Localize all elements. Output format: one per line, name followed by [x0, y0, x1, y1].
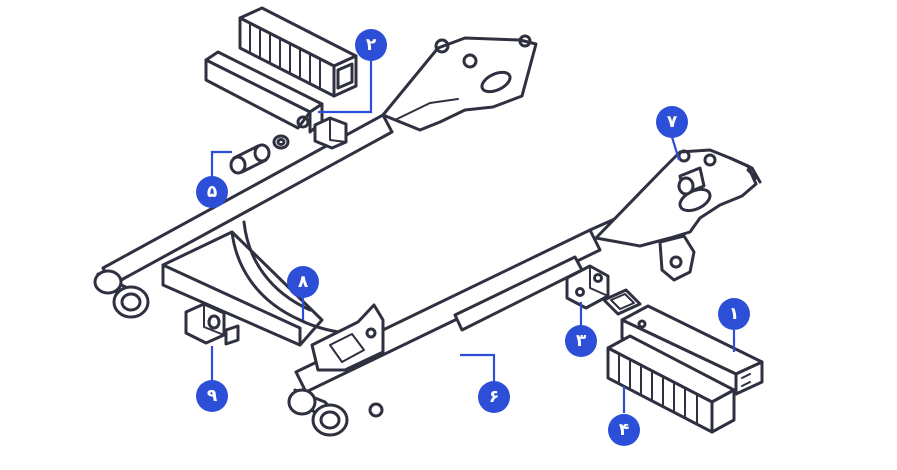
callout-4-label: ۴ [619, 420, 629, 440]
callout-5: ۵ [196, 176, 228, 208]
callout-3: ۳ [565, 325, 597, 357]
callout-7: ۷ [656, 106, 688, 138]
callout-1: ۱ [718, 298, 750, 330]
callout-2-label: ۲ [366, 35, 377, 55]
leader-lines [210, 60, 736, 413]
callout-6: ۶ [478, 381, 510, 413]
lower-shock-plate [594, 148, 762, 282]
callout-8-label: ۸ [298, 272, 309, 292]
center-mount-bracket [310, 303, 385, 372]
upper-footpeg-bracket [204, 50, 348, 150]
callout-8: ۸ [287, 266, 319, 298]
callout-3-label: ۳ [576, 331, 587, 351]
upper-footpeg-rubber [238, 6, 358, 98]
callout-5-label: ۵ [207, 182, 217, 202]
callout-9: ۹ [196, 380, 228, 412]
upper-shock-plate [381, 34, 538, 132]
lower-footpeg-rubber [606, 334, 736, 434]
upper-arm [93, 93, 432, 319]
hanger-bracket [184, 302, 240, 346]
small-bracket [565, 264, 642, 316]
callout-7-label: ۷ [667, 112, 678, 132]
cross-member [161, 220, 432, 347]
callout-1-label: ۱ [729, 304, 739, 324]
callout-4: ۴ [608, 414, 640, 446]
callout-6-label: ۶ [489, 387, 499, 407]
callout-2: ۲ [355, 29, 387, 61]
axle-pin [229, 134, 290, 175]
callout-9-label: ۹ [207, 386, 218, 406]
